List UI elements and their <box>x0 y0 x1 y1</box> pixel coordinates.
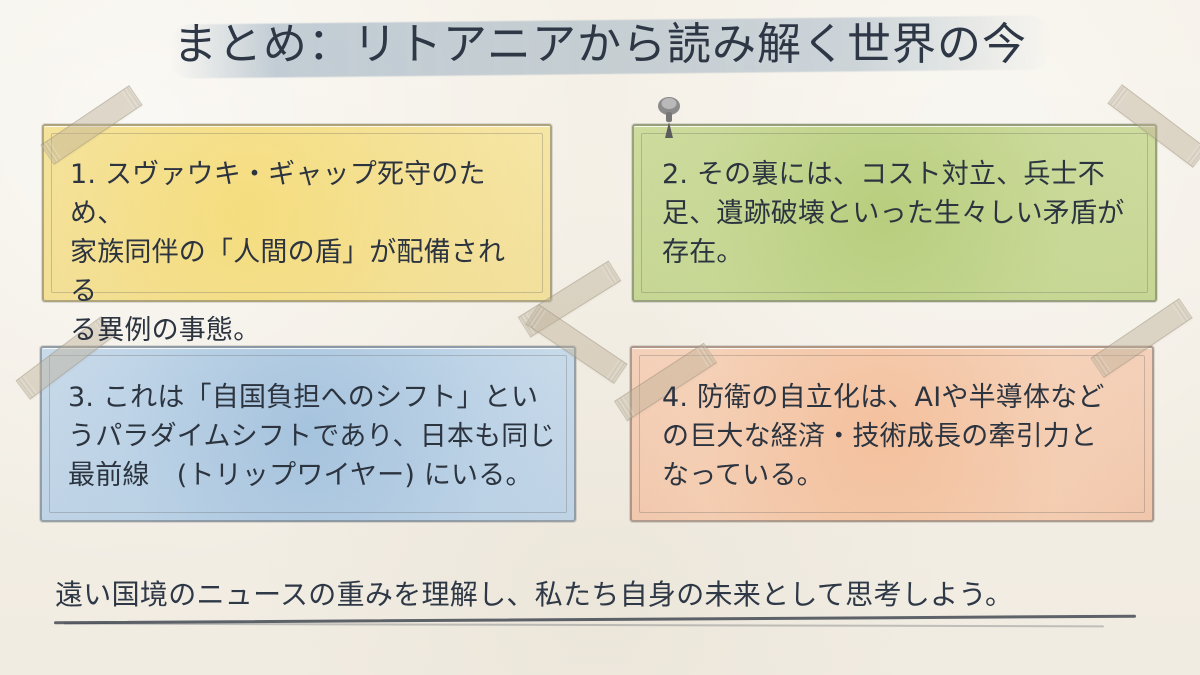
summary-text-3: 3. これは「自国負担へのシフト」とい うパラダイムシフトであり、日本も同じ 最… <box>68 382 556 491</box>
page-title: まとめ：リトアニアから読み解く世界の今 <box>172 19 1028 70</box>
summary-text-1: 1. スヴァウキ・ギャップ死守のため、 家族同伴の「人間の盾」が配備される る異… <box>70 159 506 346</box>
summary-card-4 <box>630 346 1154 522</box>
summary-card-1 <box>42 124 552 302</box>
summary-text-4: 4. 防衛の自立化は、AIや半導体など の巨大な経済・技術成長の牽引力と なって… <box>662 382 1105 491</box>
title-area: まとめ：リトアニアから読み解く世界の今 <box>60 4 1140 79</box>
pushpin-icon <box>658 97 680 138</box>
summary-card-2 <box>632 124 1157 302</box>
summary-text-2: 2. その裏には、コスト対立、兵士不 足、遺跡破壊といった生々しい矛盾が 存在。 <box>662 159 1125 268</box>
summary-card-3 <box>40 346 576 522</box>
closing-message: 遠い国境のニュースの重みを理解し、私たち自身の未来として思考しよう。 <box>55 578 1014 611</box>
